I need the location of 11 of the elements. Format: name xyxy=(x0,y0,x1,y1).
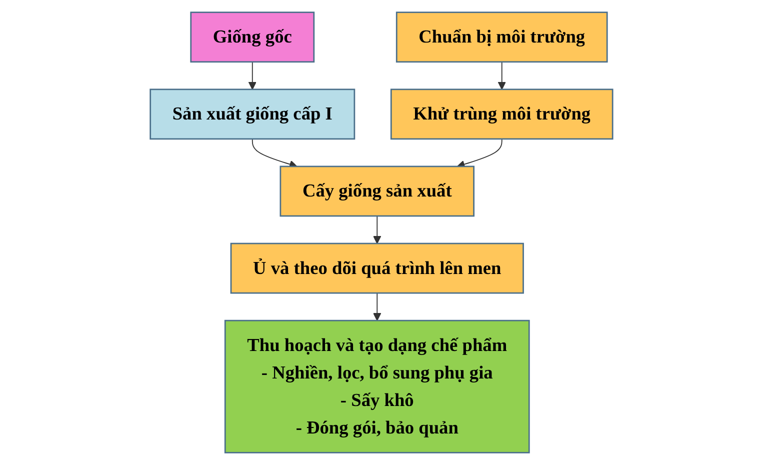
arrow xyxy=(372,216,381,244)
node-box: Cấy giống sản xuất xyxy=(279,166,474,217)
node-box: Sản xuất giống cấp I xyxy=(149,88,355,140)
node-box: Giống gốc xyxy=(190,12,314,63)
node-box: Khử trùng môi trường xyxy=(390,88,613,140)
node-box: Ủ và theo dõi quá trình lên men xyxy=(230,242,524,294)
node-box: Thu hoạch và tạo dạng chế phẩm - Nghiền, lọc, bổ sung phụ gia - Sấy khô - Đóng gói, bảo quản xyxy=(224,320,530,454)
arrow xyxy=(248,61,256,90)
arrow xyxy=(497,61,506,90)
arrow xyxy=(372,292,381,321)
node-box: Chuẩn bị môi trường xyxy=(395,12,608,63)
